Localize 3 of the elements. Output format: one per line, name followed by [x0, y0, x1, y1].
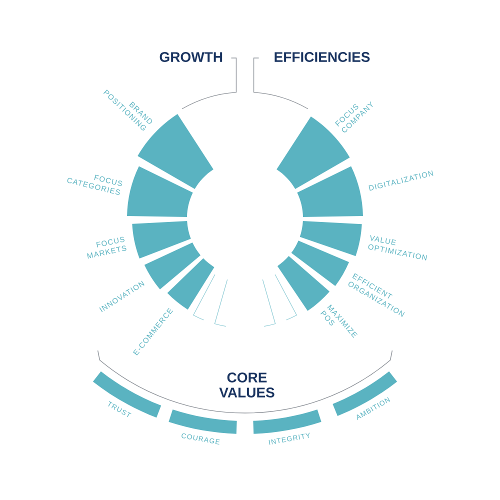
- heading: GROWTH: [160, 52, 222, 62]
- heading: EFFICIENCIES: [274, 52, 370, 62]
- heading: CORE VALUES: [219, 372, 274, 398]
